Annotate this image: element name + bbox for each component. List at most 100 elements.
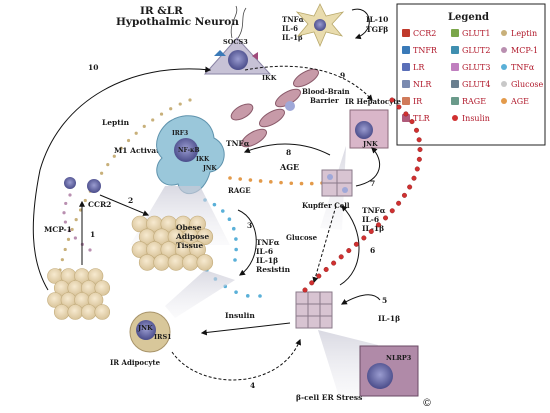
step8-arrow	[243, 143, 331, 156]
nlr-receptor-legend-item: NLR	[402, 80, 432, 89]
adipose-cytokine-il1b: IL-1β	[256, 256, 278, 265]
step5-arrow	[340, 294, 381, 305]
legend-label: GLUT3	[462, 63, 490, 72]
molecule-dot	[220, 209, 225, 213]
insulin-dot	[353, 241, 359, 247]
legend-label: NLR	[413, 80, 432, 89]
monocyte-1	[64, 177, 76, 189]
molecule-dot	[62, 211, 66, 215]
microglia-cell	[295, 3, 345, 48]
insulin-dot	[416, 137, 422, 143]
glucose-arrow	[312, 205, 337, 284]
il10-label: IL-10	[366, 15, 388, 24]
molecule-dot	[60, 258, 64, 262]
step7-arrow	[355, 147, 380, 187]
irf3-label: IRF3	[172, 130, 188, 137]
molecule-dot	[169, 107, 173, 111]
insulin-dot	[383, 215, 389, 221]
lr-receptor-legend-item: LR	[402, 63, 425, 72]
molecule-dot	[66, 237, 71, 241]
nfkb-label: NF-κB	[178, 147, 200, 154]
obese-label-3: Tissue	[176, 241, 203, 250]
adipocyte-droplet	[87, 292, 104, 308]
ir-adipocyte-cell	[129, 270, 235, 353]
insulin-dot	[414, 166, 420, 172]
insulin-dot	[396, 200, 402, 206]
step5-label: 5	[382, 296, 387, 305]
molecule-dot	[245, 294, 250, 298]
molecule-dot	[151, 118, 155, 122]
molecule-dot	[100, 171, 104, 175]
ccr2-receptor-legend-item: CCR2	[402, 29, 436, 38]
rage-label: RAGE	[228, 186, 251, 195]
glut2-transporter-icon	[451, 46, 459, 54]
molecule-dot	[67, 228, 72, 233]
molecule-dot	[73, 236, 77, 240]
glucose-dot-legend-item: Glucose	[501, 80, 544, 89]
molecule-dot	[74, 218, 78, 222]
leptin-dot-legend-item: Leptin	[501, 29, 537, 38]
adipocyte-droplet	[87, 268, 104, 284]
insulin-label: Insulin	[225, 311, 255, 320]
molecule-dot	[88, 248, 92, 252]
ikk-atm-label: IKK	[196, 156, 210, 163]
insulin-dot	[416, 156, 422, 162]
adipocyte-droplet	[80, 304, 97, 320]
molecule-dot	[63, 220, 68, 224]
legend-heading: Legend	[448, 12, 489, 23]
monocyte-2	[87, 179, 101, 193]
legend-label: IR	[413, 97, 423, 106]
obese-adipose-tissue	[131, 215, 214, 271]
legend-label: GLUT1	[462, 29, 490, 38]
adipocyte-droplet	[182, 254, 199, 271]
molecule-dot	[119, 146, 123, 150]
molecule-dot	[78, 208, 83, 212]
legend-label: MCP-1	[511, 46, 538, 55]
ccr2-label: CCR2	[88, 200, 111, 209]
kupffer-cytokine-il1b: IL-1β	[362, 224, 384, 233]
legend-label: AGE	[510, 97, 529, 106]
insulin-dot	[409, 119, 415, 125]
glucose-label: Glucose	[286, 233, 318, 242]
molecule-dot	[289, 181, 294, 186]
legend-label: TLR	[413, 114, 431, 123]
mcp1-label: MCP-1	[44, 225, 72, 234]
insulin-stream	[302, 97, 423, 293]
ir-hepatocyte-label: IR Hepatocyte	[345, 97, 401, 106]
age-dot-icon	[501, 98, 507, 104]
step1-label: 1	[90, 230, 95, 239]
step3-label: 3	[247, 221, 252, 230]
step9-label: 9	[340, 71, 345, 80]
glucose-dot-icon	[501, 81, 507, 87]
m1-atm-label: M1 Activated ATM	[114, 146, 191, 155]
tnfa-dot-icon	[501, 64, 507, 70]
jnk-adipocyte-label: JNK	[137, 324, 153, 332]
obese-label-2: Adipose	[175, 232, 209, 241]
molecule-dot	[234, 247, 238, 252]
tgfb-label: TGFβ	[366, 25, 388, 34]
molecule-dot	[238, 177, 243, 181]
molecule-dot	[231, 226, 236, 231]
insulin-dot	[396, 104, 402, 110]
rage-receptor-legend-item: RAGE	[451, 97, 486, 106]
insulin-dot	[401, 192, 407, 198]
insulin-dot	[316, 273, 322, 279]
molecule-dot	[299, 181, 304, 186]
adipocyte-droplet	[153, 254, 170, 271]
molecule-dot	[126, 138, 131, 143]
leptin-label: Leptin	[102, 118, 130, 127]
adipocyte-droplet	[53, 304, 70, 320]
step6-arrow	[339, 205, 360, 286]
kupffer-cell	[321, 169, 353, 197]
kupffer-label: Kupffer Cell	[302, 201, 350, 210]
microglia-loop-arrow	[351, 8, 370, 40]
socs3-label: SOCS3	[223, 38, 248, 46]
title-line2: Hypothalmic Neuron	[116, 16, 239, 28]
legend-label: TNFα	[511, 63, 535, 72]
legend-label: RAGE	[462, 97, 486, 106]
molecule-dot	[68, 193, 72, 197]
title-line1: IR &LR	[140, 5, 183, 17]
molecule-dot	[234, 290, 238, 294]
legend-label: Insulin	[462, 114, 490, 123]
